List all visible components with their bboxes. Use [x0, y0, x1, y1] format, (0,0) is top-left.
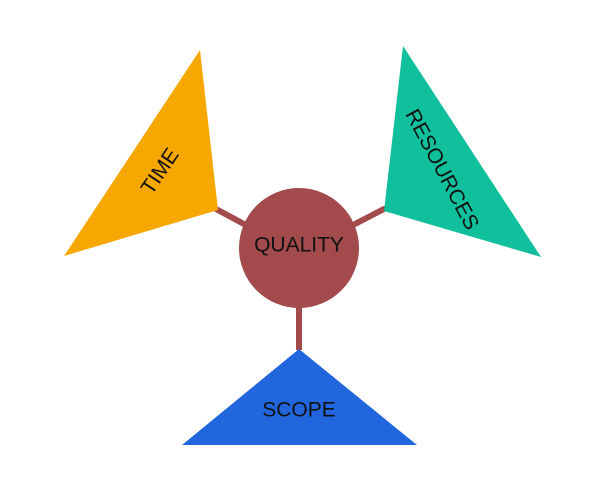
scope-node: SCOPE	[182, 349, 417, 445]
quality-node: QUALITY	[239, 188, 359, 308]
connector-time	[213, 206, 247, 227]
scope-label: SCOPE	[262, 399, 336, 422]
quality-label: QUALITY	[254, 234, 344, 257]
time-node: TIME	[64, 50, 218, 256]
time-triangle	[64, 50, 218, 256]
resources-triangle	[384, 46, 541, 257]
quality-circle	[239, 188, 359, 308]
scope-triangle	[182, 349, 417, 445]
connector-resources	[352, 206, 387, 227]
resources-node: RESOURCES	[384, 46, 541, 257]
